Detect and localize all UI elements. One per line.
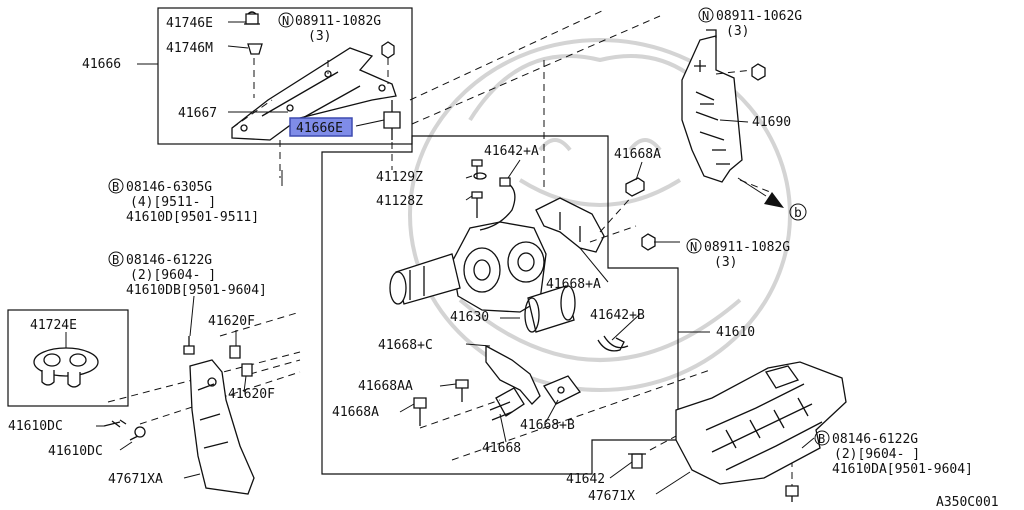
bolt-prefix-1: B	[112, 180, 119, 194]
highlight-41666E	[289, 117, 353, 137]
label-41746E: 41746E	[166, 16, 213, 31]
label-41667: 41667	[178, 106, 217, 121]
bolt-symbol-circle-2	[108, 251, 124, 267]
under-cover-47671X[interactable]	[628, 361, 847, 502]
label-41610D: 41610D[9501-9511]	[126, 210, 259, 225]
label-41666E[interactable]: 41666E	[296, 121, 343, 136]
label-08911-1082G-top-qty: (3)	[308, 29, 331, 44]
bolt-symbol-circle-1	[108, 178, 124, 194]
assembly-frame-41610	[321, 135, 679, 475]
nut-prefix-mid: N	[690, 240, 697, 254]
label-47671X: 47671X	[588, 489, 635, 504]
nut-prefix: N	[282, 14, 289, 28]
nut-prefix-right: N	[702, 9, 709, 23]
actuator-41630[interactable]	[389, 159, 576, 333]
label-41642-B: 41642+B	[590, 308, 645, 323]
label-47671XA: 47671XA	[108, 472, 163, 487]
label-41668-C: 41668+C	[378, 338, 433, 353]
bracket-assembly-41666[interactable]	[157, 7, 413, 145]
bolt-prefix-2: B	[112, 253, 119, 267]
leader-lines	[65, 21, 815, 495]
label-08911-1082G-top: 08911-1082G	[295, 14, 381, 29]
label-41668A-bottom: 41668A	[332, 405, 379, 420]
label-08146-6122G-left: 08146-6122G	[126, 253, 212, 268]
bracket-41690[interactable]	[681, 29, 784, 208]
label-08146-6122G-left-qty: (2)[9604- ]	[130, 268, 216, 283]
label-08146-6305G-qty: (4)[9511- ]	[130, 195, 216, 210]
label-08146-6122G-right: 08146-6122G	[832, 432, 918, 447]
label-41128Z: 41128Z	[376, 194, 423, 209]
label-41666: 41666	[82, 57, 121, 72]
bracket-41668-A[interactable]	[535, 177, 680, 253]
label-41610: 41610	[716, 325, 755, 340]
label-41630: 41630	[450, 310, 489, 325]
label-41610DA: 41610DA[9501-9604]	[832, 462, 973, 477]
reference-marker-circle	[789, 203, 807, 221]
label-41668: 41668	[482, 441, 521, 456]
bracket-41668-C[interactable]	[413, 344, 581, 429]
label-41610DC-bottom: 41610DC	[48, 444, 103, 459]
label-08911-1062G: 08911-1062G	[716, 9, 802, 24]
label-41610DB: 41610DB[9501-9604]	[126, 283, 267, 298]
label-41668A-top: 41668A	[614, 147, 661, 162]
bolt-prefix-3: B	[818, 432, 825, 446]
nut-symbol-circle	[278, 12, 294, 28]
label-08146-6122G-right-qty: (2)[9604- ]	[834, 447, 920, 462]
label-41620F-bottom: 41620F	[228, 387, 275, 402]
label-41690: 41690	[752, 115, 791, 130]
nut-symbol-circle-mid	[686, 238, 702, 254]
clamp-41642-B[interactable]	[597, 335, 629, 352]
label-08146-6305G: 08146-6305G	[126, 180, 212, 195]
label-41724E: 41724E	[30, 318, 77, 333]
grommet-41724E-inset[interactable]	[7, 309, 129, 407]
reference-marker-b: b	[794, 206, 802, 221]
label-08911-1082G-mid-qty: (3)	[714, 255, 737, 270]
nut-symbol-circle-right	[698, 7, 714, 23]
label-41668AA: 41668AA	[358, 379, 413, 394]
label-41610DC-top: 41610DC	[8, 419, 63, 434]
bolt-symbol-circle-3	[814, 430, 830, 446]
label-08911-1062G-qty: (3)	[726, 24, 749, 39]
label-41620F-top: 41620F	[208, 314, 255, 329]
label-41642-A: 41642+A	[484, 144, 539, 159]
label-41668-A: 41668+A	[546, 277, 601, 292]
label-41642: 41642	[566, 472, 605, 487]
label-41746M: 41746M	[166, 41, 213, 56]
label-41668-B: 41668+B	[520, 418, 575, 433]
label-08911-1082G-mid: 08911-1082G	[704, 240, 790, 255]
mud-guard-47671XA[interactable]	[103, 336, 255, 495]
label-41129Z: 41129Z	[376, 170, 423, 185]
diagram-code: A350C001	[936, 495, 999, 510]
